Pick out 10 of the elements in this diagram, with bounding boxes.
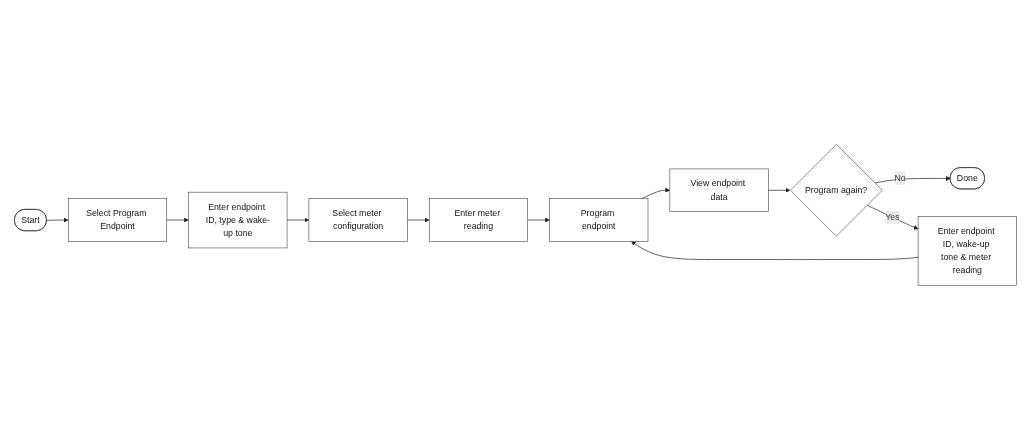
node-box: Program endpoint — [549, 198, 649, 242]
node-diamond: Program again? — [790, 144, 883, 237]
node-box: Enter endpoint ID, wake-up tone & meter reading — [917, 216, 1017, 286]
edge-label: No — [894, 173, 906, 183]
node-box: Select Program Endpoint — [68, 198, 168, 242]
node-box: Enter meter reading — [428, 198, 528, 242]
node-box: Select meter configuration — [308, 198, 408, 242]
edge-label: Yes — [885, 212, 900, 222]
node-box: View endpoint data — [669, 168, 769, 213]
node-box: Enter endpoint ID, type & wake-up tone — [188, 192, 288, 249]
